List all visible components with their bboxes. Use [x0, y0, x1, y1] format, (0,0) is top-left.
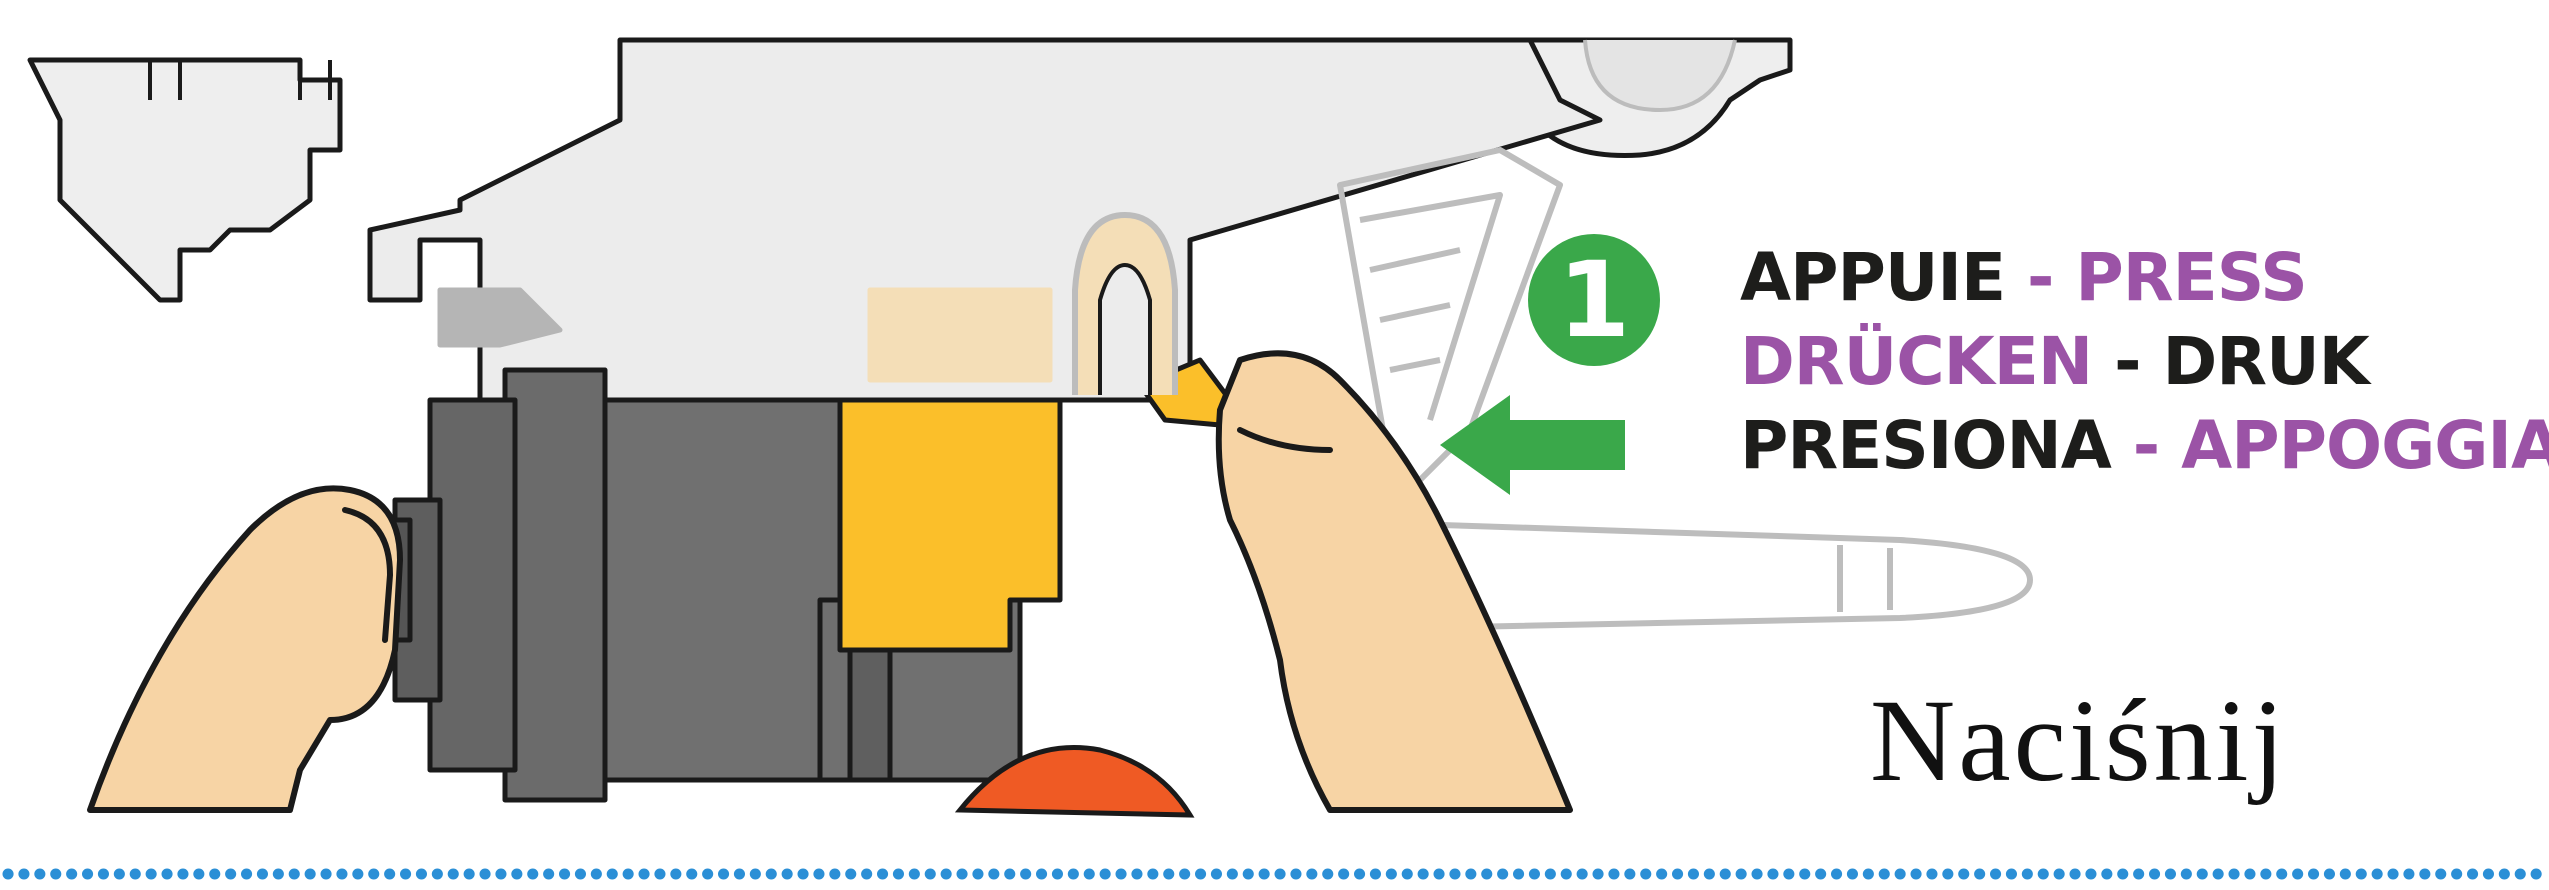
- label-line-1: APPUIE - PRESS: [1740, 236, 2549, 320]
- label-sep: -: [2111, 407, 2181, 484]
- label-sep: -: [2005, 239, 2075, 316]
- label-en: PRESS: [2075, 239, 2306, 316]
- label-line-2: DRÜCKEN - DRUK: [1740, 320, 2549, 404]
- step-number: 1: [1558, 239, 1630, 361]
- numbered-circle-icon: 1: [1528, 234, 1660, 366]
- multilingual-labels: APPUIE - PRESS DRÜCKEN - DRUK PRESIONA -…: [1740, 236, 2549, 488]
- label-nl: DRUK: [2162, 323, 2368, 400]
- polish-label: Naciśnij: [1870, 676, 2287, 806]
- label-it: APPOGGIA: [2181, 407, 2549, 484]
- left-arrow-icon: [1440, 395, 1625, 495]
- label-fr: APPUIE: [1740, 239, 2005, 316]
- left-thumb: [90, 488, 400, 810]
- label-es: PRESIONA: [1740, 407, 2111, 484]
- label-de: DRÜCKEN: [1740, 323, 2092, 400]
- label-sep: -: [2092, 323, 2162, 400]
- label-line-3: PRESIONA - APPOGGIA: [1740, 404, 2549, 488]
